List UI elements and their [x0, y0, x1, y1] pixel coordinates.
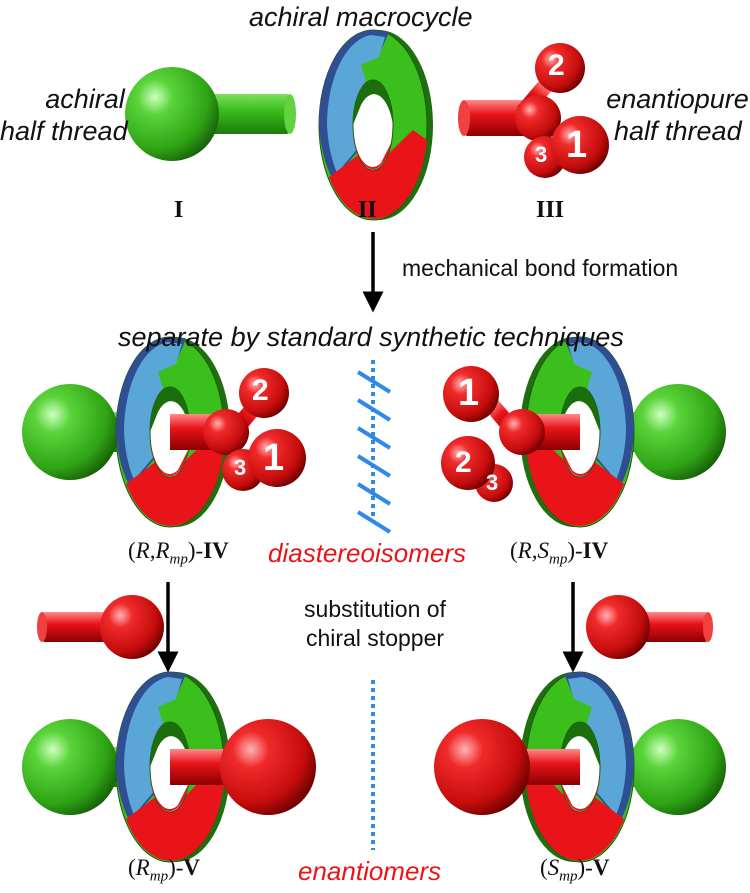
numeral-III: III [536, 197, 565, 223]
enantiomers-label: enantiomers [298, 856, 442, 886]
enantiopure-half-thread [458, 43, 609, 178]
green-stopper-ball [125, 67, 219, 161]
achiral-macrocycle [318, 29, 434, 223]
caption-Rmp-V: (Rmp)-V [128, 855, 201, 885]
macrocycle-label: achiral macrocycle [249, 2, 473, 32]
stopper-number-3-top: 3 [535, 142, 548, 167]
red-ball-1 [551, 116, 609, 174]
caption-R-Smp-IV: (R,Smp)-IV [510, 538, 609, 568]
green-stopper-ball [22, 384, 118, 480]
stopper-number-3-mid-left: 3 [234, 455, 247, 480]
red-core-ball [515, 95, 561, 141]
green-stopper-ball [630, 384, 726, 480]
achiral-label: achiral [45, 84, 125, 114]
rotaxane-IV-left [22, 336, 306, 530]
caption-R-Rmp-IV: (R,Rmp)-IV [128, 538, 229, 568]
caption-Smp-V: (Smp)-V [540, 855, 610, 885]
rotaxane-V-right [434, 671, 726, 865]
separate-label: separate by standard synthetic technique… [118, 322, 624, 352]
diastereoisomers-label: diastereoisomers [268, 538, 466, 568]
numeral-II: II [358, 197, 377, 223]
achiral-half-thread [125, 67, 296, 161]
stopper-number-1-top: 1 [566, 124, 588, 166]
red-axle [464, 100, 534, 136]
stopper-number-1-mid-left: 1 [263, 437, 285, 479]
substitution-label-line2: chiral stopper [305, 625, 445, 651]
slash-marks [356, 370, 392, 534]
rotaxane-IV-right [441, 336, 726, 530]
rotaxane-V-left [22, 671, 316, 865]
stopper-number-2-mid-left: 2 [252, 374, 269, 407]
stopper-number-3-mid-right: 3 [486, 470, 499, 495]
red-stopper-right [586, 595, 713, 659]
achiral-half-thread-label: half thread [0, 116, 128, 146]
red-axle-end [458, 100, 470, 136]
enantiopure-label: enantiopure [606, 84, 749, 114]
enantiopure-half-thread-label: half thread [614, 116, 742, 146]
stopper-number-2-mid-right: 2 [455, 446, 472, 479]
red-stopper-left [37, 595, 164, 659]
red-ball-2 [535, 43, 585, 93]
stopper-number-1-mid-right: 1 [458, 372, 480, 414]
green-axle-end [284, 94, 296, 134]
substitution-label-line1: substitution of [304, 596, 446, 622]
bond-formation-label: mechanical bond formation [402, 255, 679, 281]
stopper-number-2-top: 2 [548, 49, 565, 82]
numeral-I: I [174, 197, 184, 223]
